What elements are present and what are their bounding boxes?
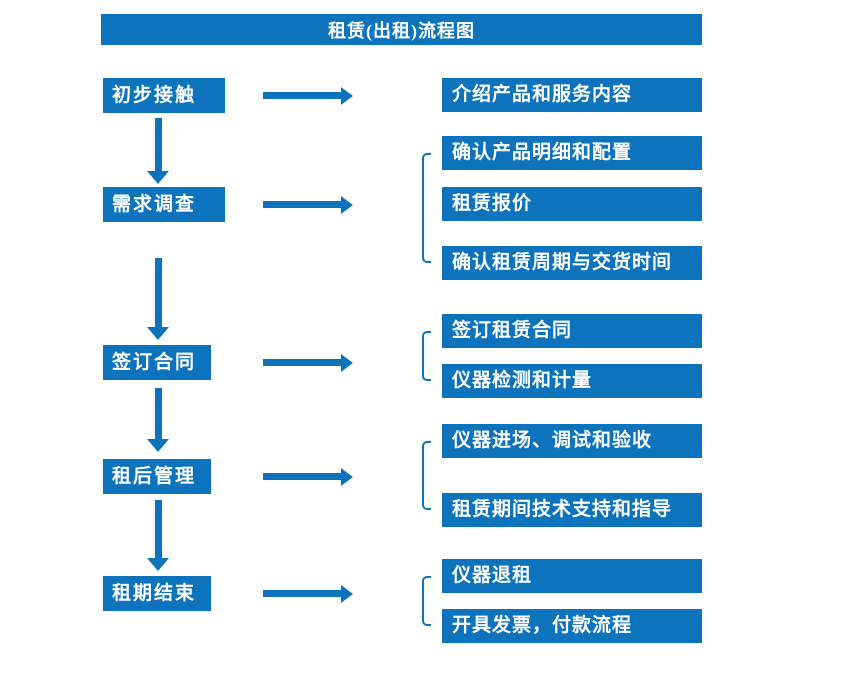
detail-box-1-1: 介绍产品和服务内容 xyxy=(442,78,702,112)
flow-arrow-right-head-4 xyxy=(341,468,353,486)
detail-box-4-2: 租赁期间技术支持和指导 xyxy=(442,493,702,527)
flow-arrow-right-2 xyxy=(263,201,341,208)
flow-arrow-down-head-3 xyxy=(147,439,169,452)
flow-arrow-right-head-2 xyxy=(341,196,353,214)
detail-box-4-1: 仪器进场、调试和验收 xyxy=(442,424,702,458)
detail-box-3-1: 签订租赁合同 xyxy=(442,314,702,348)
flow-arrow-right-3 xyxy=(263,359,341,366)
step-box-5: 租期结束 xyxy=(103,576,211,611)
detail-box-5-2: 开具发票，付款流程 xyxy=(442,609,702,643)
flow-arrow-right-head-5 xyxy=(341,585,353,603)
flow-arrow-down-3 xyxy=(155,388,162,439)
flow-arrow-right-1 xyxy=(263,92,341,99)
flow-arrow-down-4 xyxy=(155,500,162,558)
flow-arrow-down-1 xyxy=(155,118,162,171)
step-box-4: 租后管理 xyxy=(103,459,211,494)
flow-arrow-right-5 xyxy=(263,590,341,597)
detail-box-2-3: 确认租赁周期与交货时间 xyxy=(442,246,702,280)
flow-arrow-right-4 xyxy=(263,473,341,480)
detail-box-5-1: 仪器退租 xyxy=(442,559,702,593)
flow-arrow-down-head-4 xyxy=(147,558,169,571)
flowchart-title: 租赁(出租)流程图 xyxy=(328,20,475,41)
detail-box-2-1: 确认产品明细和配置 xyxy=(442,136,702,170)
step-box-3: 签订合同 xyxy=(103,345,211,380)
detail-group-bracket-4 xyxy=(422,441,431,510)
flow-arrow-down-head-1 xyxy=(147,171,169,184)
flow-arrow-down-head-2 xyxy=(147,327,169,340)
flow-arrow-down-2 xyxy=(155,258,162,327)
flow-arrow-right-head-1 xyxy=(341,87,353,105)
step-box-1: 初步接触 xyxy=(103,78,225,113)
detail-box-3-2: 仪器检测和计量 xyxy=(442,364,702,398)
detail-group-bracket-5 xyxy=(422,576,431,626)
detail-group-bracket-3 xyxy=(422,331,431,381)
flowchart-title-bar: 租赁(出租)流程图 xyxy=(101,14,702,45)
step-box-2: 需求调查 xyxy=(103,187,225,222)
detail-group-bracket-2 xyxy=(422,153,431,263)
flow-arrow-right-head-3 xyxy=(341,354,353,372)
detail-box-2-2: 租赁报价 xyxy=(442,187,702,221)
